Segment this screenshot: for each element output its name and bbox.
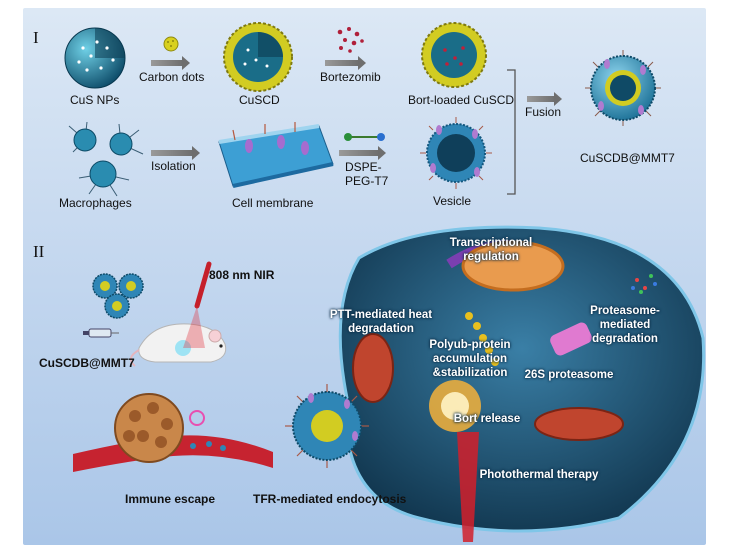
- vesicle-label: Vesicle: [433, 194, 472, 208]
- macrophages-label: Macrophages: [59, 196, 132, 210]
- carbon-dots-label: Carbon dots: [139, 70, 205, 84]
- cuscdb-mmt7-icon: [585, 50, 661, 126]
- arrow-2: [325, 56, 366, 70]
- macrophages-icon: [68, 121, 144, 197]
- photothermal-laser-beam: [457, 432, 479, 542]
- cuscd-label: CuSCD: [239, 93, 280, 107]
- bort-release-label: Bort release: [453, 413, 521, 425]
- cuscd-particle-icon: [223, 22, 293, 92]
- arrow-isolation: [151, 146, 200, 160]
- section-label-1: I: [33, 28, 39, 47]
- fusion-bracket: [507, 69, 516, 195]
- mouse-icon: [129, 323, 227, 367]
- carbon-dot-icon: [163, 36, 179, 52]
- bort-loaded-cuscd-label: Bort-loaded CuSCD: [408, 93, 515, 107]
- photothermal-therapy-label: Photothermal therapy: [479, 469, 599, 481]
- immune-escape-label: Immune escape: [125, 492, 216, 506]
- tumor-vessel-illustration: [73, 393, 273, 472]
- dspe-peg-t7-icon: [344, 133, 385, 141]
- cus-nanoparticle-icon: [64, 27, 126, 89]
- nanoparticle-cluster-icon: [92, 273, 144, 319]
- arrow-1: [151, 56, 190, 70]
- section-label-2: II: [33, 242, 45, 261]
- figure-panel: I II CuS NPs Carbon dots CuSCD Bortezomi…: [23, 8, 706, 545]
- cell-membrane-icon: [218, 122, 334, 188]
- arrow-dspe: [339, 146, 386, 160]
- dspe-peg-t7-label: DSPE- PEG-T7: [345, 160, 389, 188]
- bortezomib-molecule-icon: [337, 27, 364, 53]
- vesicle-icon: [420, 117, 492, 189]
- cell-membrane-label: Cell membrane: [232, 196, 314, 210]
- bort-loaded-cuscd-icon: [421, 22, 487, 88]
- tfr-endocytosis-label: TFR-mediated endocytosis: [253, 492, 407, 506]
- tumor-cell-illustration: [338, 225, 706, 533]
- cuscdb-mmt7-injection-label: CuSCDB@MMT7: [39, 356, 135, 370]
- 26s-proteasome-label: 26S proteasome: [524, 369, 614, 381]
- syringe-icon: [83, 328, 119, 338]
- cuscdb-mmt7-label: CuSCDB@MMT7: [580, 151, 675, 165]
- polyub-protein-label: Polyub-protein accumulation &stabilizati…: [429, 339, 511, 379]
- nir-label: 808 nm NIR: [209, 268, 275, 282]
- fusion-label: Fusion: [525, 105, 562, 119]
- endocytosed-nanoparticle-icon: [285, 384, 369, 468]
- laser-probe-icon: [183, 261, 212, 348]
- transcriptional-regulation-label: Transcriptional regulation: [449, 237, 533, 263]
- isolation-label: Isolation: [151, 159, 196, 173]
- bortezomib-label: Bortezomib: [320, 70, 381, 84]
- cus-nps-label: CuS NPs: [70, 93, 120, 107]
- arrow-fusion: [527, 92, 562, 106]
- proteasome-mediated-degradation-label: Proteasome- mediated degradation: [590, 305, 660, 345]
- ptt-heat-degradation-label: PTT-mediated heat degradation: [329, 309, 433, 335]
